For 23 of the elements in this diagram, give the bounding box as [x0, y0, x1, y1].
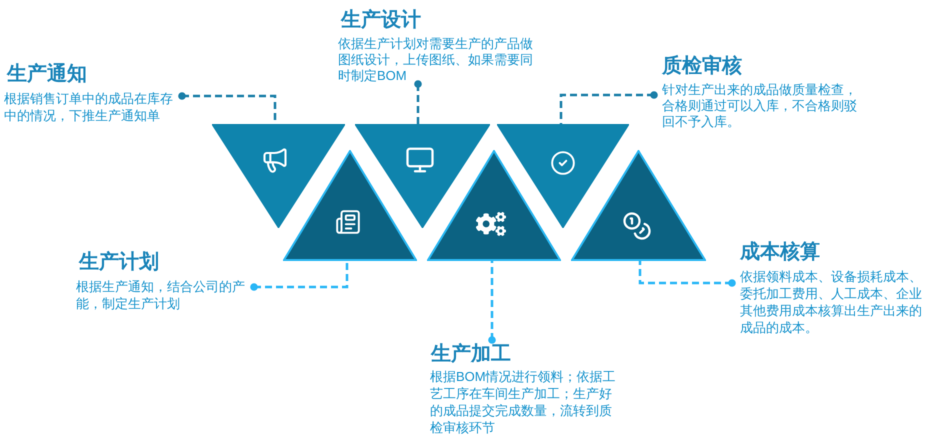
- up-triangle: [283, 150, 417, 261]
- down-triangle: [212, 124, 345, 228]
- step-title: 质检审核: [662, 54, 742, 78]
- leader-line: [414, 80, 422, 124]
- step-description: 根据销售订单中的成品在库存中的情况，下推生产通知单: [4, 90, 174, 124]
- step-title: 生产计划: [79, 250, 159, 274]
- step-description: 根据生产通知，结合公司的产能，制定生产计划: [76, 278, 246, 312]
- step-description: 依据领料成本、设备损耗成本、委托加工费用、人工成本、企业其他费用成本核算出生产出来的成品的成本。: [740, 268, 923, 336]
- leader-line: [560, 91, 658, 124]
- step-description: 依据生产计划对需要生产的产品做图纸设计，上传图纸、如果需要同时制定BOM: [338, 36, 534, 84]
- leader-line: [488, 261, 496, 344]
- step-title: 生产加工: [431, 342, 511, 366]
- up-triangle: [571, 150, 706, 261]
- up-triangle: [427, 150, 561, 261]
- leader-line: [638, 261, 736, 287]
- leader-line: [250, 261, 348, 291]
- step-title: 生产通知: [7, 62, 87, 86]
- step-title: 生产设计: [341, 8, 421, 32]
- down-triangle: [497, 124, 629, 228]
- step-description: 针对生产出来的成品做质量检查，合格则通过可以入库，不合格则驳回不予入库。: [662, 82, 858, 130]
- step-title: 成本核算: [740, 240, 820, 264]
- step-description: 根据BOM情况进行领料；依据工艺工序在车间生产加工；生产好的成品提交完成数量，流转到质检审核环节: [430, 368, 616, 436]
- down-triangle: [355, 124, 490, 228]
